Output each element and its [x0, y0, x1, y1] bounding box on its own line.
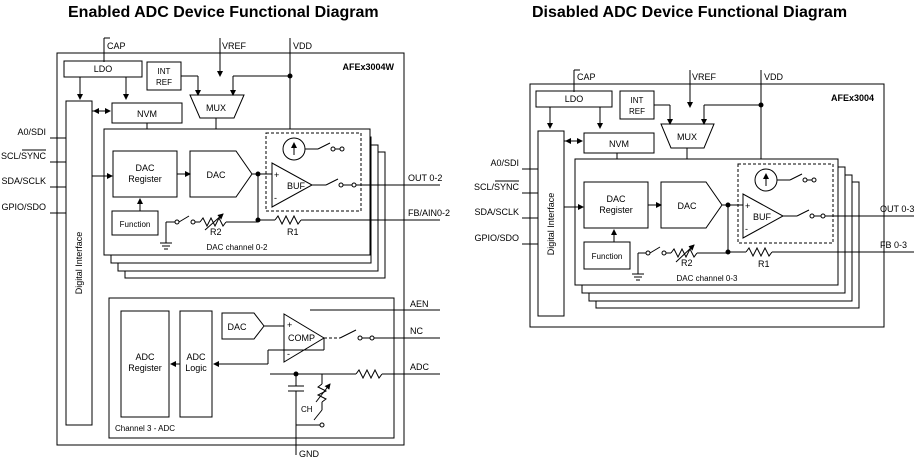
- enabled-ldo-block: [63, 60, 143, 78]
- disabled-digital-interface-label: Digital Interface: [546, 193, 556, 256]
- enabled-fb-pin: FB/AIN0-2: [408, 208, 450, 218]
- disabled-int-ref-line1: INT: [631, 96, 644, 105]
- disabled-dac-channel-label: DAC channel 0-3: [677, 274, 738, 283]
- enabled-ch-label: CH: [301, 405, 313, 414]
- enabled-adc-logic-line1: ADC: [186, 352, 206, 362]
- enabled-dac-register-line1: DAC: [135, 163, 155, 173]
- enabled-ldo-label: LDO: [94, 64, 113, 74]
- disabled-dac-register-line1: DAC: [606, 194, 626, 204]
- disabled-int-ref-line2: REF: [629, 107, 645, 116]
- enabled-pin-scl-sync: SCL/SYNC: [1, 151, 47, 161]
- disabled-pin-sda-sclk: SDA/SCLK: [474, 207, 519, 217]
- disabled-nvm-block: [583, 132, 655, 154]
- enabled-adc-register-line1: ADC: [135, 352, 155, 362]
- disabled-vdd-pin: VDD: [764, 72, 784, 82]
- enabled-out-pin: OUT 0-2: [408, 173, 442, 183]
- enabled-aen-pin: AEN: [410, 299, 429, 309]
- enabled-adc-logic-line2: Logic: [185, 363, 207, 373]
- enabled-adc-channel-box: [108, 297, 395, 439]
- enabled-dac-channel-box: [103, 128, 371, 256]
- enabled-pin-sda-sclk: SDA/SCLK: [1, 176, 46, 186]
- disabled-function-block: [583, 241, 631, 270]
- enabled-vref-pin: VREF: [222, 41, 247, 51]
- enabled-mux: [189, 94, 245, 119]
- disabled-r1-label: R1: [758, 259, 770, 269]
- disabled-dashed-region: [737, 163, 834, 244]
- disabled-fb-pin: FB 0-3: [880, 240, 907, 250]
- disabled-function-label: Function: [592, 252, 623, 261]
- disabled-buf-label: BUF: [753, 212, 772, 222]
- enabled-digital-interface: [65, 100, 93, 426]
- disabled-dac-block: [660, 181, 723, 229]
- enabled-buf-label: BUF: [287, 181, 306, 191]
- disabled-mux-label: MUX: [677, 132, 697, 142]
- disabled-ldo-label: LDO: [565, 94, 584, 104]
- disabled-pin-a0-sdi: A0/SDI: [490, 158, 519, 168]
- disabled-cap-pin: CAP: [577, 72, 596, 82]
- enabled-buf-minus: -: [274, 193, 277, 203]
- enabled-digital-interface-label: Digital Interface: [74, 232, 84, 295]
- disabled-pin-scl-sync: SCL/SYNC: [474, 182, 520, 192]
- enabled-diagram: AFEx3004W CAP VREF VDD LDO INT REF MUX N…: [1, 37, 450, 459]
- disabled-dac-channel-box: [574, 158, 839, 286]
- disabled-diagram: AFEx3004 CAP VREF VDD LDO INT REF MUX NV…: [474, 69, 914, 328]
- enabled-function-label: Function: [120, 220, 151, 229]
- disabled-dac-label: DAC: [677, 201, 697, 211]
- enabled-int-ref-line1: INT: [158, 67, 171, 76]
- disabled-dac-register-line2: Register: [599, 205, 633, 215]
- enabled-adc-register-line2: Register: [128, 363, 162, 373]
- enabled-mux-label: MUX: [206, 103, 226, 113]
- enabled-vdd-pin: VDD: [293, 41, 313, 51]
- disabled-r2-label: R2: [681, 258, 693, 268]
- enabled-gnd-pin: GND: [299, 449, 320, 459]
- disabled-ldo-block: [535, 90, 613, 108]
- disabled-diagram-title: Disabled ADC Device Functional Diagram: [532, 4, 848, 21]
- enabled-diagram-title: Enabled ADC Device Functional Diagram: [68, 4, 379, 21]
- enabled-dashed-region: [265, 132, 362, 212]
- enabled-dac-label: DAC: [206, 170, 226, 180]
- enabled-dac-register-line2: Register: [128, 174, 162, 184]
- enabled-adc-register: [120, 310, 170, 418]
- disabled-buf-plus: +: [745, 201, 750, 211]
- disabled-pin-gpio-sdo: GPIO/SDO: [474, 233, 519, 243]
- enabled-adc-dac-block: [221, 312, 265, 340]
- enabled-adc-pin: ADC: [410, 362, 430, 372]
- enabled-int-ref-line2: REF: [156, 78, 172, 87]
- disabled-buf-minus: -: [745, 224, 748, 234]
- enabled-cap-pin: CAP: [107, 41, 126, 51]
- enabled-nvm-label: NVM: [137, 109, 157, 119]
- disabled-buf-amp: [742, 193, 785, 239]
- disabled-mux: [660, 123, 715, 149]
- disabled-out-pin: OUT 0-3: [880, 204, 914, 214]
- disabled-device-box: [529, 83, 885, 328]
- enabled-device-name: AFEx3004W: [342, 62, 394, 72]
- enabled-buf-plus: +: [274, 170, 279, 180]
- enabled-comp-label: COMP: [288, 333, 315, 343]
- enabled-buf-amp: [271, 162, 314, 208]
- enabled-function-block: [111, 210, 159, 236]
- enabled-pin-gpio-sdo: GPIO/SDO: [1, 202, 46, 212]
- enabled-r1-label: R1: [287, 227, 299, 237]
- disabled-digital-interface: [537, 130, 565, 317]
- enabled-dac-block: [189, 150, 253, 198]
- enabled-dac-channel-label: DAC channel 0-2: [207, 243, 268, 252]
- enabled-adc-dac-label: DAC: [227, 322, 247, 332]
- enabled-pin-a0-sdi: A0/SDI: [17, 127, 46, 137]
- enabled-nc-pin: NC: [410, 326, 423, 336]
- disabled-vref-pin: VREF: [692, 72, 717, 82]
- enabled-comp-minus: -: [287, 349, 290, 359]
- enabled-r2-label: R2: [210, 227, 222, 237]
- enabled-adc-channel-label: Channel 3 - ADC: [115, 424, 175, 433]
- disabled-device-name: AFEx3004: [831, 93, 874, 103]
- disabled-nvm-label: NVM: [609, 139, 629, 149]
- enabled-comp-plus: +: [287, 320, 292, 330]
- enabled-device-box: [56, 52, 405, 446]
